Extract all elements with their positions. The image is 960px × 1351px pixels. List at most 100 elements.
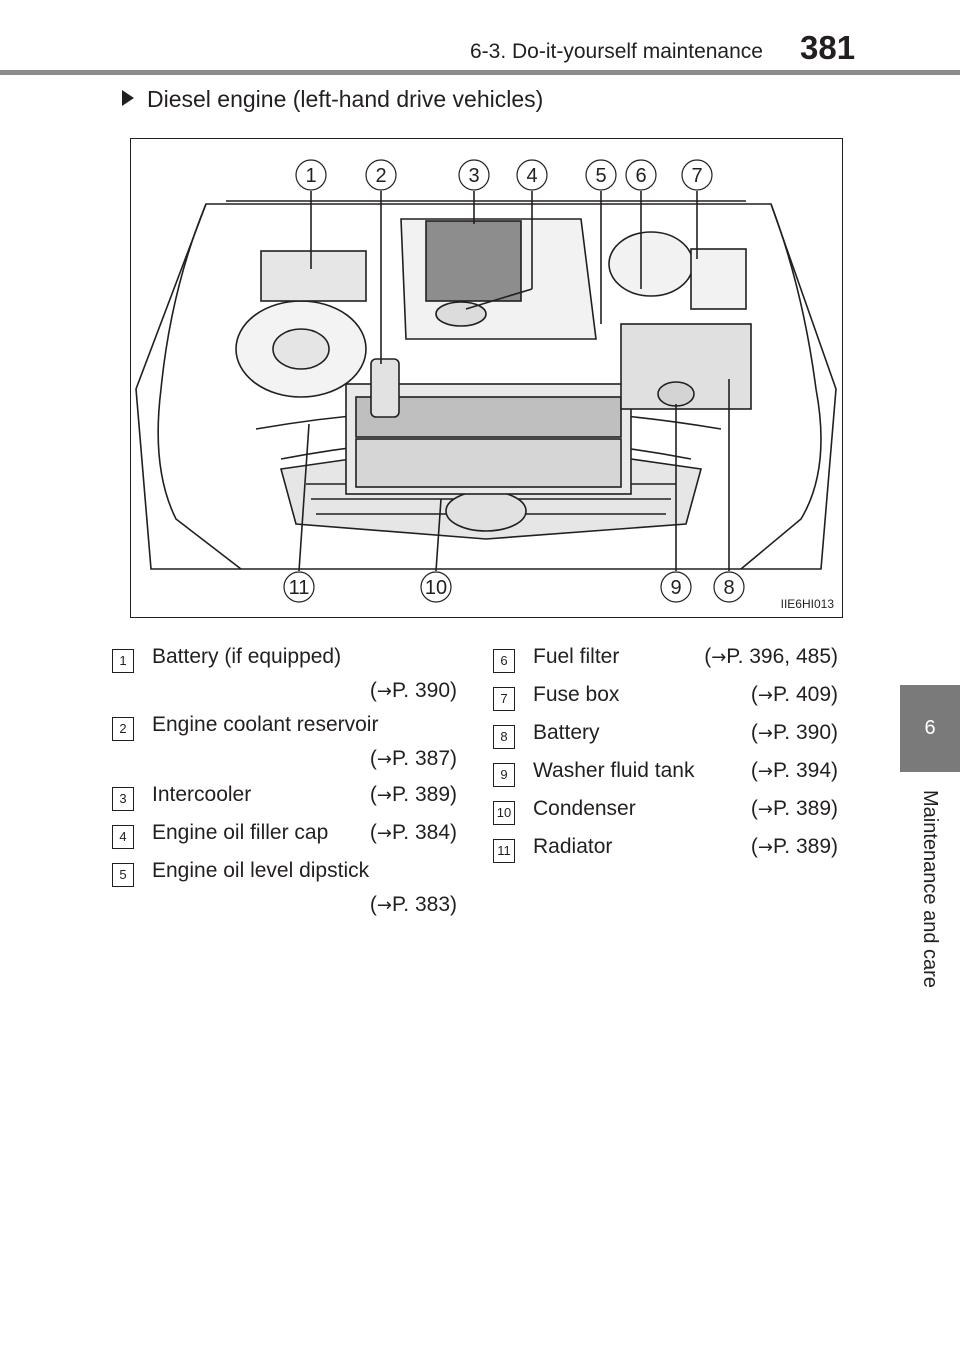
callout-label: 4 [526, 165, 537, 187]
legend-left-column: 1 Battery (if equipped) (→P. 390) 2 Engi… [112, 640, 457, 920]
callout-label: 5 [595, 165, 606, 187]
item-number-badge: 10 [493, 801, 515, 825]
callout-label: 1 [305, 165, 316, 187]
legend-item: 3 Intercooler (→P. 389) [112, 783, 457, 813]
ref-open: ( [369, 747, 377, 770]
page-reference: (→P. 390) [370, 679, 457, 703]
page-reference: (→P. 387) [370, 747, 457, 771]
figure-code: IIE6HI013 [780, 597, 834, 611]
ref-open: ( [369, 893, 377, 916]
right-arrow-icon: → [376, 895, 392, 916]
item-number-badge: 9 [493, 763, 515, 787]
callout-label: 3 [468, 165, 479, 187]
right-arrow-icon: → [376, 681, 392, 702]
legend-item: 1 Battery (if equipped) (→P. 390) [112, 645, 457, 705]
right-arrow-icon: → [757, 685, 773, 706]
item-name: Engine oil filler cap [152, 821, 329, 844]
subheading-text: Diesel engine (left-hand drive vehicles) [147, 86, 544, 112]
ref-open: ( [750, 721, 758, 744]
ref-text: P. 387) [392, 747, 457, 770]
ref-open: ( [369, 821, 377, 844]
ref-text: P. 389) [392, 783, 457, 806]
callout-label: 8 [723, 577, 734, 599]
item-name: Engine oil level dipstick [152, 859, 370, 882]
legend-item: 11 Radiator (→P. 389) [493, 835, 838, 865]
right-arrow-icon: → [376, 823, 392, 844]
ref-open: ( [750, 759, 758, 782]
running-header-section: 6-3. Do-it-yourself maintenance [470, 40, 763, 63]
item-name: Battery [533, 721, 600, 744]
callout-label: 11 [289, 577, 310, 599]
page-reference: (→P. 394) [751, 759, 838, 783]
legend-item: 6 Fuel filter (→P. 396, 485) [493, 645, 838, 675]
callout-label: 7 [691, 165, 702, 187]
legend-item: 9 Washer fluid tank (→P. 394) [493, 759, 838, 789]
item-number-badge: 6 [493, 649, 515, 673]
item-number-badge: 2 [112, 717, 134, 741]
item-number-badge: 8 [493, 725, 515, 749]
page-reference: (→P. 389) [751, 835, 838, 859]
item-number-badge: 1 [112, 649, 134, 673]
page-reference: (→P. 390) [751, 721, 838, 745]
legend-right-column: 6 Fuel filter (→P. 396, 485) 7 Fuse box … [493, 640, 838, 870]
ref-open: ( [750, 683, 758, 706]
ref-text: P. 396, 485) [726, 645, 838, 668]
item-name: Fuse box [533, 683, 620, 706]
callout-label: 2 [375, 165, 386, 187]
item-name: Washer fluid tank [533, 759, 695, 782]
section-subheading: Diesel engine (left-hand drive vehicles) [122, 86, 543, 113]
item-name: Fuel filter [533, 645, 620, 668]
legend-item: 4 Engine oil filler cap (→P. 384) [112, 821, 457, 851]
item-name: Engine coolant reservoir [152, 713, 379, 736]
item-number-badge: 3 [112, 787, 134, 811]
page-reference: (→P. 409) [751, 683, 838, 707]
chapter-label: Maintenance and care [919, 790, 941, 988]
ref-open: ( [369, 783, 377, 806]
right-arrow-icon: → [757, 723, 773, 744]
ref-open: ( [369, 679, 377, 702]
page-number: 381 [800, 29, 856, 66]
right-arrow-icon: → [376, 785, 392, 806]
ref-text: P. 390) [773, 721, 838, 744]
legend-item: 2 Engine coolant reservoir (→P. 387) [112, 713, 457, 773]
ref-open: ( [704, 645, 712, 668]
item-name: Intercooler [152, 783, 252, 806]
legend-item: 10 Condenser (→P. 389) [493, 797, 838, 827]
item-number-badge: 5 [112, 863, 134, 887]
engine-bay-drawing: 1 2 3 4 5 6 7 11 10 9 8 [135, 159, 837, 603]
legend-item: 8 Battery (→P. 390) [493, 721, 838, 751]
ref-text: P. 409) [773, 683, 838, 706]
ref-open: ( [750, 797, 758, 820]
legend-item: 7 Fuse box (→P. 409) [493, 683, 838, 713]
page-reference: (→P. 384) [370, 821, 457, 845]
callout-label: 10 [425, 577, 447, 599]
page-reference: (→P. 389) [751, 797, 838, 821]
callout-label: 9 [670, 577, 681, 599]
ref-text: P. 383) [392, 893, 457, 916]
page-reference: (→P. 383) [370, 893, 457, 917]
right-arrow-icon: → [711, 647, 727, 668]
header-rule [0, 70, 960, 75]
callout-label: 6 [635, 165, 646, 187]
item-name: Radiator [533, 835, 613, 858]
ref-text: P. 384) [392, 821, 457, 844]
item-number-badge: 7 [493, 687, 515, 711]
right-arrow-icon: → [757, 761, 773, 782]
ref-text: P. 394) [773, 759, 838, 782]
right-arrow-icon: → [757, 799, 773, 820]
ref-text: P. 389) [773, 797, 838, 820]
item-number-badge: 4 [112, 825, 134, 849]
triangle-bullet-icon [122, 90, 134, 106]
engine-compartment-illustration: 1 2 3 4 5 6 7 11 10 9 8 IIE6HI013 [130, 138, 843, 618]
ref-open: ( [750, 835, 758, 858]
item-name: Condenser [533, 797, 636, 820]
item-number-badge: 11 [493, 839, 515, 863]
page-reference: (→P. 389) [370, 783, 457, 807]
ref-text: P. 389) [773, 835, 838, 858]
right-arrow-icon: → [757, 837, 773, 858]
ref-text: P. 390) [392, 679, 457, 702]
right-arrow-icon: → [376, 749, 392, 770]
legend-item: 5 Engine oil level dipstick (→P. 383) [112, 859, 457, 919]
page-reference: (→P. 396, 485) [704, 645, 838, 669]
item-name: Battery (if equipped) [152, 645, 342, 668]
